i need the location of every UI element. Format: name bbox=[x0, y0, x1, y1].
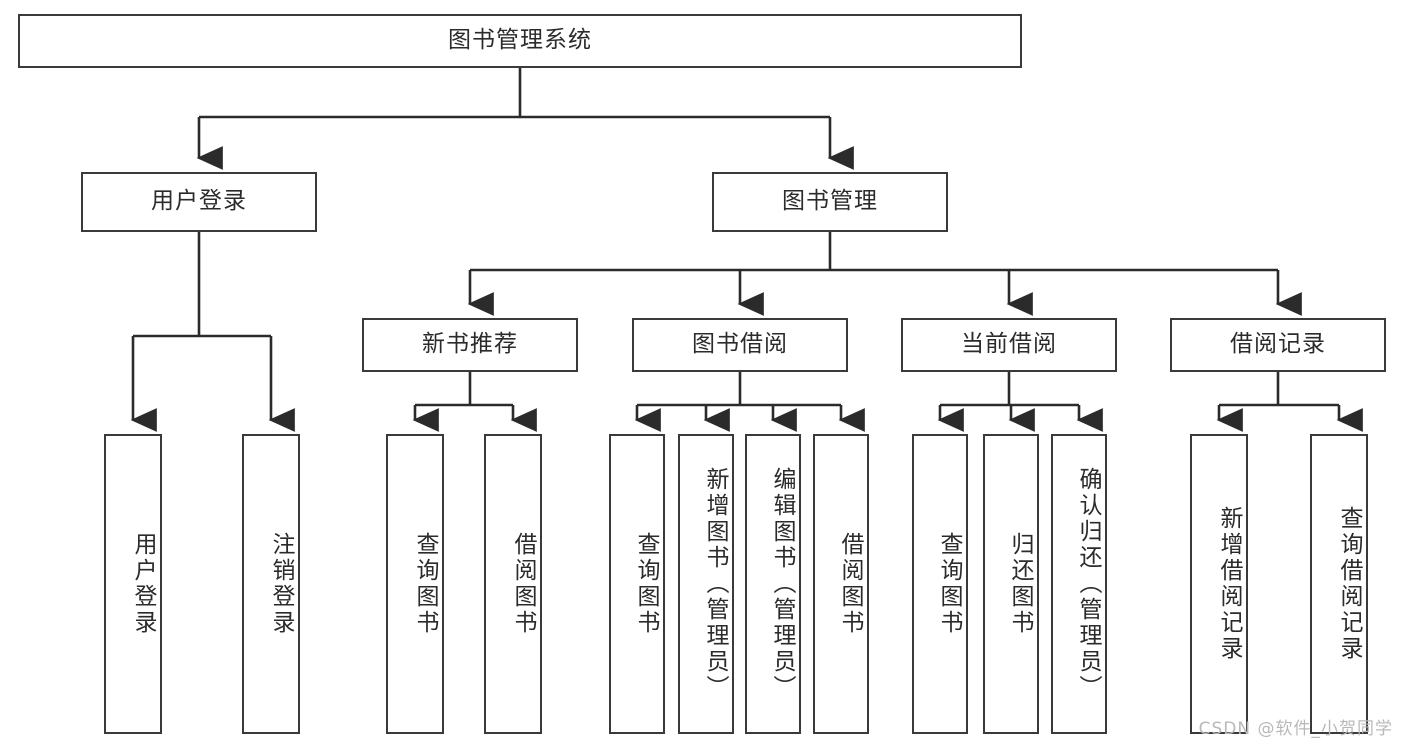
node-book-borrow[interactable]: 图书借阅 bbox=[632, 318, 848, 372]
node-book-borrow-label: 图书借阅 bbox=[692, 331, 788, 358]
node-root-label: 图书管理系统 bbox=[448, 27, 592, 54]
leaf-edit-book-admin-label: 编辑图书（管理员） bbox=[769, 467, 795, 701]
node-book-management-label: 图书管理 bbox=[782, 188, 878, 215]
node-current-borrow[interactable]: 当前借阅 bbox=[901, 318, 1117, 372]
node-book-management[interactable]: 图书管理 bbox=[712, 172, 948, 232]
leaf-return-book-label: 归还图书 bbox=[1007, 532, 1033, 636]
leaf-query-book[interactable]: 查询图书 bbox=[609, 434, 665, 734]
leaf-borrow-book-label: 借阅图书 bbox=[837, 532, 863, 636]
leaf-query-borrow-record[interactable]: 查询借阅记录 bbox=[1310, 434, 1368, 734]
leaf-borrow-book[interactable]: 借阅图书 bbox=[813, 434, 869, 734]
leaf-confirm-return-admin-label: 确认归还（管理员） bbox=[1075, 467, 1101, 701]
node-root[interactable]: 图书管理系统 bbox=[18, 14, 1022, 68]
node-new-book-recommend[interactable]: 新书推荐 bbox=[362, 318, 578, 372]
leaf-query-book-label: 查询图书 bbox=[633, 532, 659, 636]
node-new-book-recommend-label: 新书推荐 bbox=[422, 331, 518, 358]
leaf-add-book-admin-label: 新增图书（管理员） bbox=[702, 467, 728, 701]
watermark: CSDN @软件_小贺同学 bbox=[1198, 719, 1393, 739]
leaf-edit-book-admin[interactable]: 编辑图书（管理员） bbox=[745, 434, 801, 734]
leaf-add-book-admin[interactable]: 新增图书（管理员） bbox=[678, 434, 734, 734]
node-user-login[interactable]: 用户登录 bbox=[81, 172, 317, 232]
leaf-add-borrow-record-label: 新增借阅记录 bbox=[1216, 506, 1242, 662]
leaf-borrow-book-recommend-label: 借阅图书 bbox=[510, 532, 536, 636]
leaf-query-book-recommend-label: 查询图书 bbox=[412, 532, 438, 636]
leaf-add-borrow-record[interactable]: 新增借阅记录 bbox=[1190, 434, 1248, 734]
leaf-confirm-return-admin[interactable]: 确认归还（管理员） bbox=[1051, 434, 1107, 734]
leaf-query-book-current-label: 查询图书 bbox=[936, 532, 962, 636]
leaf-query-book-recommend[interactable]: 查询图书 bbox=[386, 434, 444, 734]
node-user-login-label: 用户登录 bbox=[151, 188, 247, 215]
node-borrow-record-label: 借阅记录 bbox=[1230, 331, 1326, 358]
leaf-query-borrow-record-label: 查询借阅记录 bbox=[1336, 506, 1362, 662]
node-current-borrow-label: 当前借阅 bbox=[961, 331, 1057, 358]
leaf-logout[interactable]: 注销登录 bbox=[242, 434, 300, 734]
leaf-query-book-current[interactable]: 查询图书 bbox=[912, 434, 968, 734]
leaf-user-login[interactable]: 用户登录 bbox=[104, 434, 162, 734]
leaf-user-login-label: 用户登录 bbox=[130, 532, 156, 636]
leaf-return-book[interactable]: 归还图书 bbox=[983, 434, 1039, 734]
leaf-logout-label: 注销登录 bbox=[268, 532, 294, 636]
leaf-borrow-book-recommend[interactable]: 借阅图书 bbox=[484, 434, 542, 734]
node-borrow-record[interactable]: 借阅记录 bbox=[1170, 318, 1386, 372]
